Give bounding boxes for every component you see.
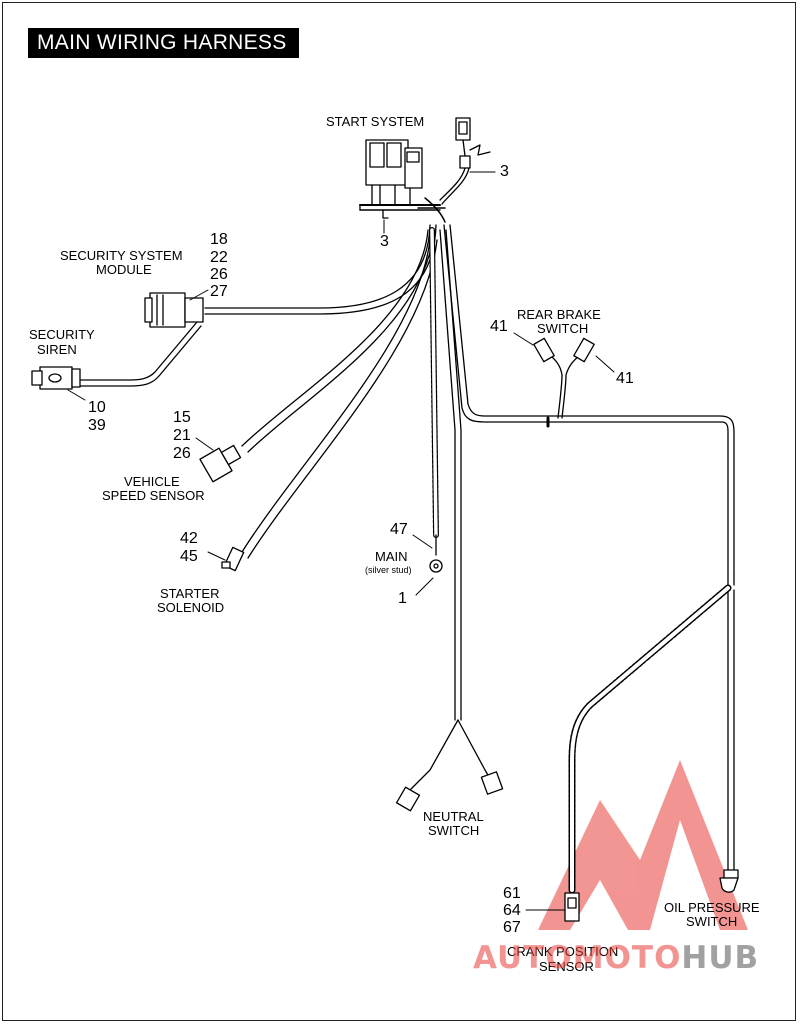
crank-position-ref-1: 61 — [503, 885, 521, 902]
vehicle-speed-label-line2: SPEED SENSOR — [102, 488, 205, 503]
crank-position-sensor-icon — [564, 892, 580, 922]
crank-position-ref-3: 67 — [503, 919, 521, 936]
watermark-logo-icon — [538, 760, 748, 930]
starter-solenoid-ref-2: 45 — [180, 548, 198, 565]
security-module-icon — [144, 292, 204, 328]
vehicle-speed-ref-1: 15 — [173, 409, 191, 426]
main-ref-top: 47 — [390, 521, 408, 538]
main-label-line2: (silver stud) — [365, 565, 412, 575]
security-module-ref-1: 18 — [210, 231, 228, 248]
start-system-ref-bottom: 3 — [380, 233, 389, 250]
watermark-part3: HUB — [681, 940, 760, 976]
security-module-ref-3: 26 — [210, 266, 228, 283]
security-siren-icon — [31, 366, 81, 390]
starter-solenoid-ref-1: 42 — [180, 530, 198, 547]
starter-solenoid-icon — [221, 546, 245, 572]
neutral-switch-label-line2: SWITCH — [428, 823, 480, 838]
top-connector-icon — [439, 117, 491, 205]
main-ref-bottom: 1 — [398, 590, 407, 607]
oil-pressure-label-line1: OIL PRESSURE — [664, 900, 760, 915]
neutral-switch-label-line1: NEUTRAL — [423, 809, 484, 824]
vehicle-speed-sensor-icon — [199, 444, 242, 483]
watermark-text: AUTOMOTOHUB — [473, 940, 759, 976]
neutral-switch-icon — [395, 771, 504, 812]
security-module-ref-2: 22 — [210, 249, 228, 266]
security-siren-ref-2: 39 — [88, 417, 106, 434]
vehicle-speed-label-line1: VEHICLE — [124, 474, 180, 489]
main-stud-terminal-icon — [429, 559, 443, 573]
oil-pressure-label-line2: SWITCH — [686, 914, 738, 929]
oil-pressure-switch-icon — [719, 869, 739, 893]
crank-position-label-line2: SENSOR — [539, 959, 594, 974]
start-relay-icon — [359, 139, 441, 219]
rear-brake-ref-right: 41 — [616, 370, 634, 387]
starter-solenoid-label-line2: SOLENOID — [157, 600, 225, 615]
watermark-part2: MOTO — [572, 940, 682, 976]
rear-brake-ref-left: 41 — [490, 318, 508, 335]
crank-position-label-line1: CRANK POSITION — [507, 944, 619, 959]
main-label-line1: MAIN — [375, 549, 408, 564]
vehicle-speed-ref-2: 21 — [173, 427, 191, 444]
rear-brake-label-line1: REAR BRAKE — [517, 307, 601, 322]
vehicle-speed-ref-3: 26 — [173, 445, 191, 462]
leader-lines — [67, 171, 615, 911]
security-module-label-line2: MODULE — [96, 262, 152, 277]
start-system-label: START SYSTEM — [326, 114, 425, 129]
watermark-part1: AUTO — [473, 940, 573, 976]
diagram-title: MAIN WIRING HARNESS — [28, 28, 299, 58]
security-siren-label-line2: SIREN — [37, 342, 77, 357]
starter-solenoid-label-line1: STARTER — [160, 586, 220, 601]
start-system-ref-right: 3 — [500, 163, 509, 180]
security-module-label-line1: SECURITY SYSTEM — [60, 248, 183, 263]
crank-position-ref-2: 64 — [503, 902, 521, 919]
security-siren-label-line1: SECURITY — [29, 327, 95, 342]
security-siren-ref-1: 10 — [88, 399, 106, 416]
rear-brake-switch-icon — [533, 337, 595, 363]
security-module-ref-4: 27 — [210, 283, 228, 300]
rear-brake-label-line2: SWITCH — [537, 321, 589, 336]
